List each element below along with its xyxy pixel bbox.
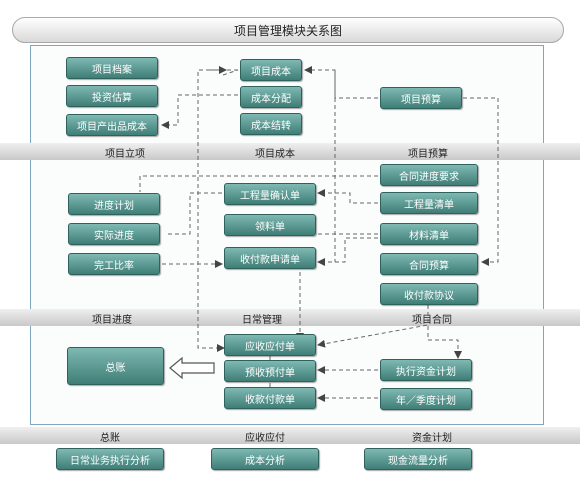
box-cashflow-analysis: 现金流量分析 [364, 448, 472, 470]
arrow-to-general-ledger-icon [169, 356, 215, 380]
box-general-ledger: 总账 [67, 347, 164, 385]
box-project-budget: 项目预算 [380, 87, 462, 109]
band-label-project-contract: 项目合同 [412, 315, 452, 326]
box-contract-progress-req: 合同进度要求 [380, 164, 478, 186]
box-prepayment: 预收预付单 [224, 360, 316, 382]
box-daily-business-analysis: 日常业务执行分析 [56, 448, 164, 470]
box-cost-allocation: 成本分配 [240, 86, 302, 108]
box-work-quantity-confirm: 工程量确认单 [224, 183, 316, 205]
band-label-general-ledger: 总账 [100, 433, 120, 444]
band-label-project-budget: 项目预算 [408, 149, 448, 160]
box-material-list: 材料清单 [380, 223, 478, 245]
box-receivable-payable: 应收应付单 [224, 334, 316, 356]
box-material-requisition: 领料单 [224, 214, 316, 236]
box-contract-budget: 合同预算 [380, 253, 478, 275]
section-band-2: 项目进度 日常管理 项目合同 [0, 309, 580, 326]
band-label-fund-plan: 资金计划 [412, 433, 452, 444]
band-label-receivable-payable: 应收应付 [245, 433, 285, 444]
box-cost-analysis: 成本分析 [211, 448, 319, 470]
band-label-project-progress: 项目进度 [92, 315, 132, 326]
box-payment-agreement: 收付款协议 [380, 283, 478, 305]
box-actual-progress: 实际进度 [68, 223, 160, 245]
box-payment-request: 收付款申请单 [224, 247, 316, 269]
box-project-archive: 项目档案 [66, 57, 158, 79]
box-annual-quarterly-plan: 年／季度计划 [380, 388, 472, 410]
box-completion-ratio: 完工比率 [68, 253, 160, 275]
section-band-1: 项目立项 项目成本 项目预算 [0, 143, 580, 160]
box-fund-execution-plan: 执行资金计划 [380, 359, 472, 381]
box-payment-voucher: 收款付款单 [224, 387, 316, 409]
band-label-daily-management: 日常管理 [242, 315, 282, 326]
box-project-cost: 项目成本 [240, 59, 302, 81]
box-progress-plan: 进度计划 [68, 193, 160, 215]
box-project-product-cost: 项目产出品成本 [66, 114, 158, 136]
section-band-3: 总账 应收应付 资金计划 [0, 427, 580, 444]
band-label-project-cost: 项目成本 [255, 149, 295, 160]
diagram-title: 项目管理模块关系图 [12, 17, 564, 43]
band-label-project-initiation: 项目立项 [105, 149, 145, 160]
box-cost-carryover: 成本结转 [240, 113, 302, 135]
box-work-quantity-list: 工程量清单 [380, 192, 478, 214]
box-investment-estimate: 投资估算 [66, 85, 158, 107]
